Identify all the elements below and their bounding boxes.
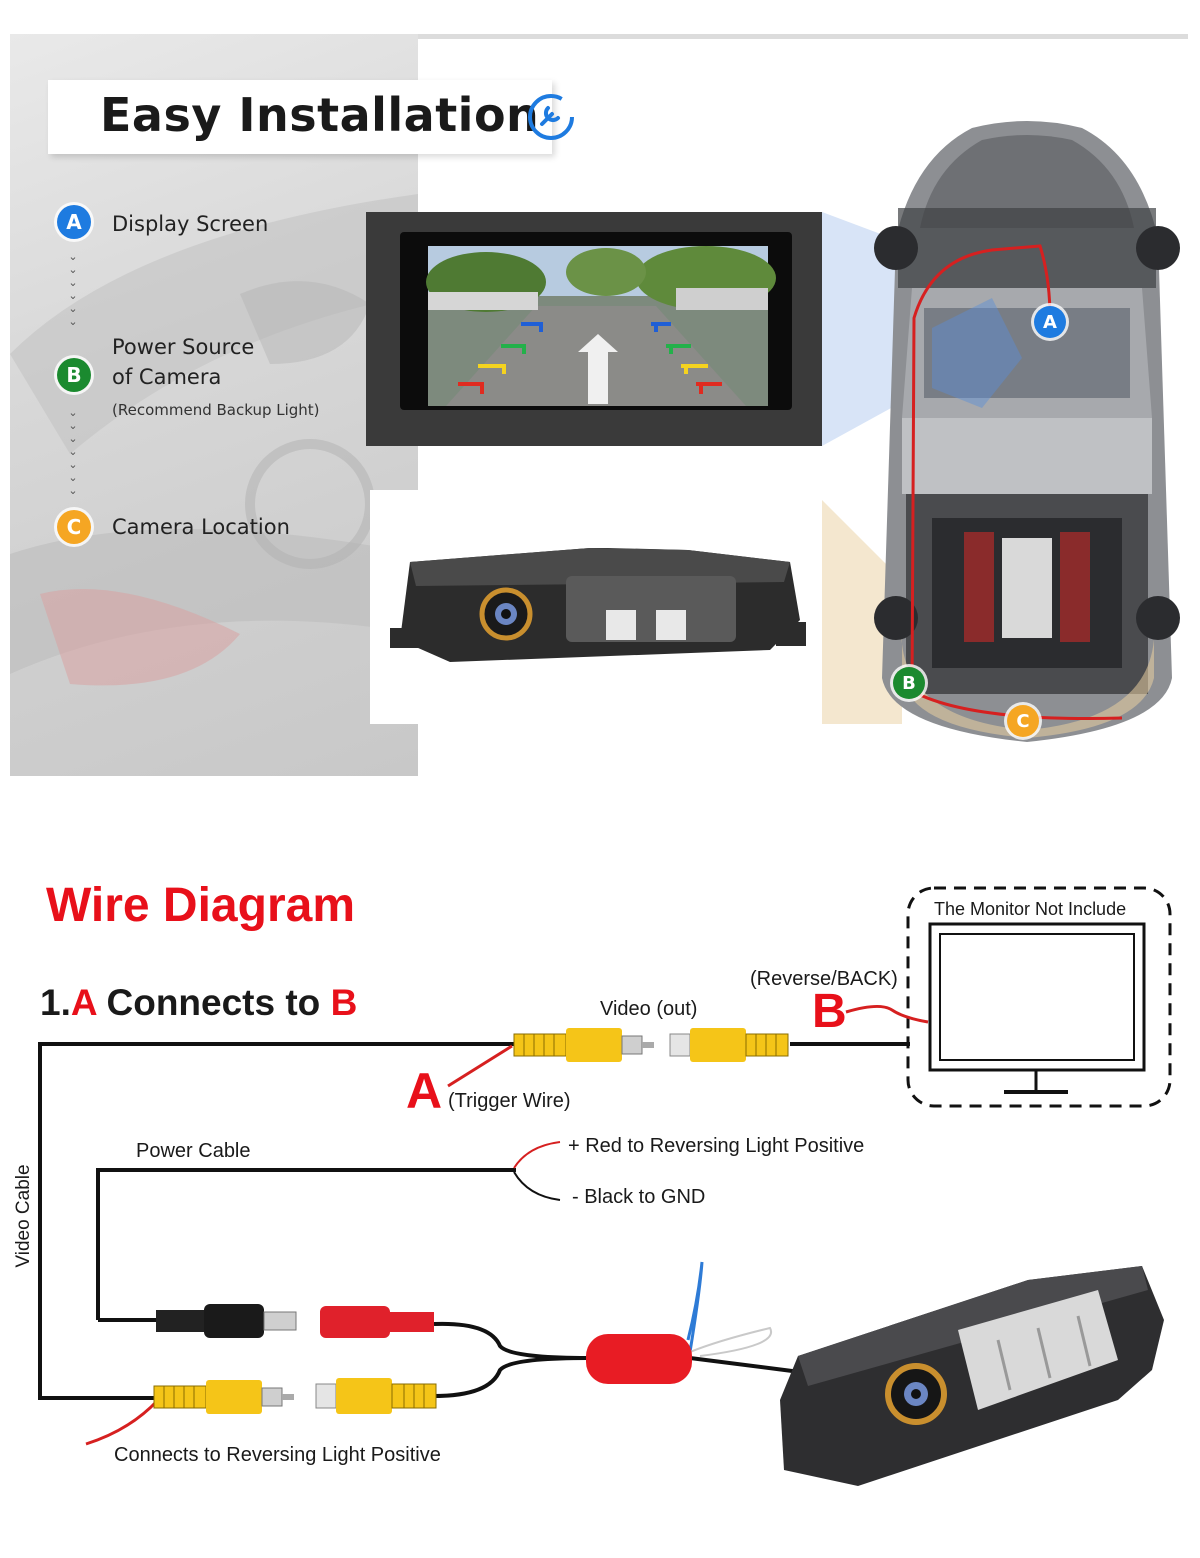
display-screen-image [366,212,822,446]
rca-male-connector-top [510,1026,656,1064]
title-card [48,80,552,154]
wire-diagram-title: Wire Diagram [46,879,355,932]
b-marker: B [812,985,847,1038]
video-cable-label: Video Cable [13,1164,34,1268]
trigger-wire-label: (Trigger Wire) [448,1090,571,1112]
power-cable-label: Power Cable [136,1140,251,1162]
chevron-down-icon: ⌄⌄⌄⌄⌄⌄⌄ [68,406,78,497]
heading-connects-to: Connects to [96,982,331,1023]
reverse-back-label: (Reverse/BACK) [750,968,898,990]
dc-power-plug-connector [154,1302,300,1340]
monitor-not-include-label: The Monitor Not Include [934,899,1127,919]
top-divider-line [418,34,1188,39]
legend-badge-b: B [57,358,91,392]
car-marker-c: C [1007,705,1039,737]
installation-background [10,34,418,776]
car-top-view-image [872,118,1182,744]
rca-female-connector-bottom [314,1376,438,1416]
cable-junction-block [586,1334,692,1384]
red-positive-label: + Red to Reversing Light Positive [568,1135,865,1157]
legend-recommend-note: (Recommend Backup Light) [112,401,320,419]
a-marker: A [406,1063,443,1119]
rca-male-connector-bottom [150,1378,296,1416]
wrench-icon [526,92,576,142]
black-gnd-label: - Black to GND [572,1186,706,1208]
chevron-down-icon: ⌄⌄⌄⌄⌄⌄ [68,250,78,328]
faded-car-interior-image [10,194,418,686]
car-marker-b: B [893,667,925,699]
legend-power-source: Power Source [112,335,255,359]
screen-projection-shape [822,212,902,446]
heading-letter-b: B [330,982,358,1023]
legend-display-screen: Display Screen [112,212,269,236]
heading-letter-a: A [70,982,97,1023]
legend-of-camera: of Camera [112,365,222,389]
heading-number: 1. [40,982,71,1023]
legend-badge-a: A [57,205,91,239]
rca-female-connector-top [668,1026,790,1064]
legend-camera-location: Camera Location [112,515,290,539]
camera-housing-image [370,490,826,724]
legend-badge-c: C [57,510,91,544]
dc-power-socket-connector [318,1302,436,1342]
camera-product-image [778,1260,1170,1494]
camera-projection-shape [822,500,902,724]
installation-title: Easy Installation [100,88,540,142]
video-out-label: Video (out) [600,998,698,1020]
connects-heading: 1.A Connects to B [40,982,357,1024]
car-marker-a: A [1034,306,1066,338]
reversing-light-label: Connects to Reversing Light Positive [114,1444,441,1466]
